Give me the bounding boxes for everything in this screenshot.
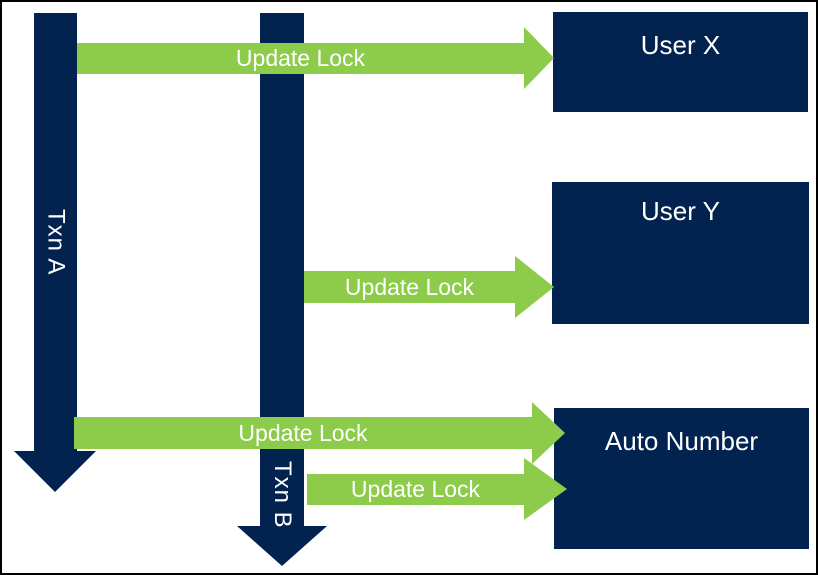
update-lock-arrow-txn-b-to-user-y: Update Lock <box>304 271 515 303</box>
txn-a-lifeline <box>34 13 77 451</box>
update-lock-arrow-txn-a-to-user-x: Update Lock <box>77 43 524 74</box>
txn-b-down-arrowhead-icon <box>237 526 327 566</box>
user-x-box: User X <box>553 12 808 112</box>
update-lock-arrow-txn-a-to-auto-number: Update Lock <box>74 417 532 449</box>
user-x-box-label: User X <box>640 30 721 60</box>
right-arrowhead-icon <box>524 27 554 89</box>
user-y-box-label: User Y <box>641 196 720 226</box>
update-lock-arrow-txn-b-to-auto-number: Update Lock <box>307 474 524 505</box>
right-arrowhead-icon <box>532 402 565 464</box>
txn-a-down-arrowhead-icon <box>14 451 96 492</box>
right-arrowhead-icon <box>524 458 567 520</box>
txn-b-lifeline <box>260 13 304 526</box>
user-y-box: User Y <box>552 182 809 324</box>
txn-b-label: Txn B <box>269 461 296 529</box>
auto-number-box: Auto Number <box>554 408 809 549</box>
right-arrowhead-icon <box>515 256 554 318</box>
auto-number-box-label: Auto Number <box>604 426 759 456</box>
txn-a-label: Txn A <box>42 208 70 276</box>
